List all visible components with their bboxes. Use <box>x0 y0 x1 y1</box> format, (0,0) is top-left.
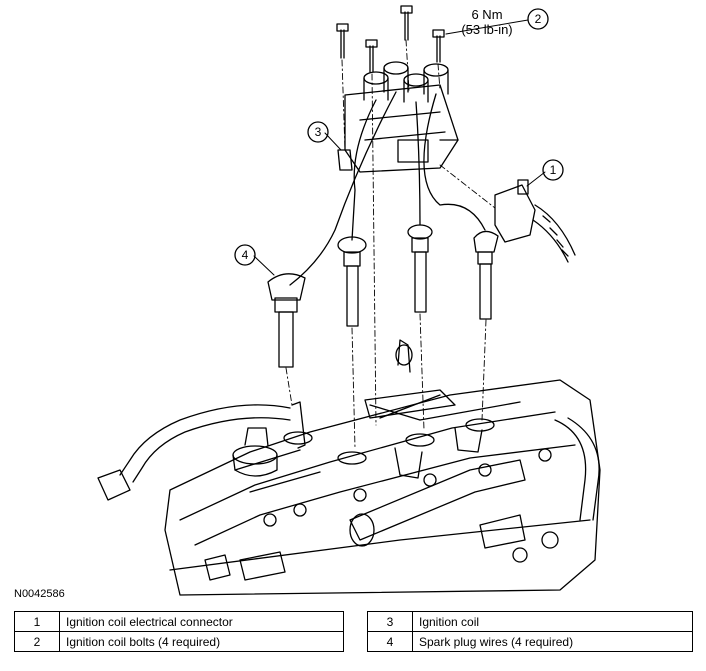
legend-label: Ignition coil bolts (4 required) <box>59 631 344 652</box>
torque-value-metric: 6 Nm <box>471 7 503 22</box>
coil-electrical-connector <box>494 179 576 263</box>
spark-plug-wires <box>267 91 499 368</box>
callout-circle-4 <box>234 244 256 266</box>
legend-number: 3 <box>367 611 413 632</box>
legend-number: 1 <box>14 611 60 632</box>
callout-circle-3 <box>307 121 329 143</box>
legend-table-right: 3 Ignition coil 4 Spark plug wires (4 re… <box>367 611 693 652</box>
callout-circle-2 <box>527 8 549 30</box>
legend-row: 2 Ignition coil bolts (4 required) <box>14 631 344 652</box>
legend-number: 2 <box>14 631 60 652</box>
legend-label: Spark plug wires (4 required) <box>412 631 693 652</box>
coil-bolts <box>336 5 445 73</box>
legend-row: 4 Spark plug wires (4 required) <box>367 631 693 652</box>
figure-id: N0042586 <box>14 588 65 600</box>
coolant-hose <box>97 401 306 501</box>
alignment-lines <box>285 39 496 449</box>
legend-label: Ignition coil <box>412 611 693 632</box>
ignition-coil <box>337 61 459 173</box>
callout-number-2: 2 <box>535 12 542 26</box>
callout-circle-1 <box>542 159 564 181</box>
callout-number-3: 3 <box>315 125 322 139</box>
legend-row: 1 Ignition coil electrical connector <box>14 611 344 632</box>
diagram-svg: 2 3 1 4 <box>97 5 601 596</box>
torque-spec: 6 Nm (53 lb-in) <box>447 7 527 37</box>
ignition-exploded-diagram: 2 3 1 4 <box>97 5 601 596</box>
legend-row: 3 Ignition coil <box>367 611 693 632</box>
legend-label: Ignition coil electrical connector <box>59 611 344 632</box>
engine-valve-cover <box>164 339 601 596</box>
torque-value-imperial: (53 lb-in) <box>461 22 513 37</box>
callout-number-1: 1 <box>550 163 557 177</box>
legend-number: 4 <box>367 631 413 652</box>
callout-number-4: 4 <box>242 248 249 262</box>
callout-leaders <box>253 19 546 276</box>
legend-table-left: 1 Ignition coil electrical connector 2 I… <box>14 611 344 652</box>
